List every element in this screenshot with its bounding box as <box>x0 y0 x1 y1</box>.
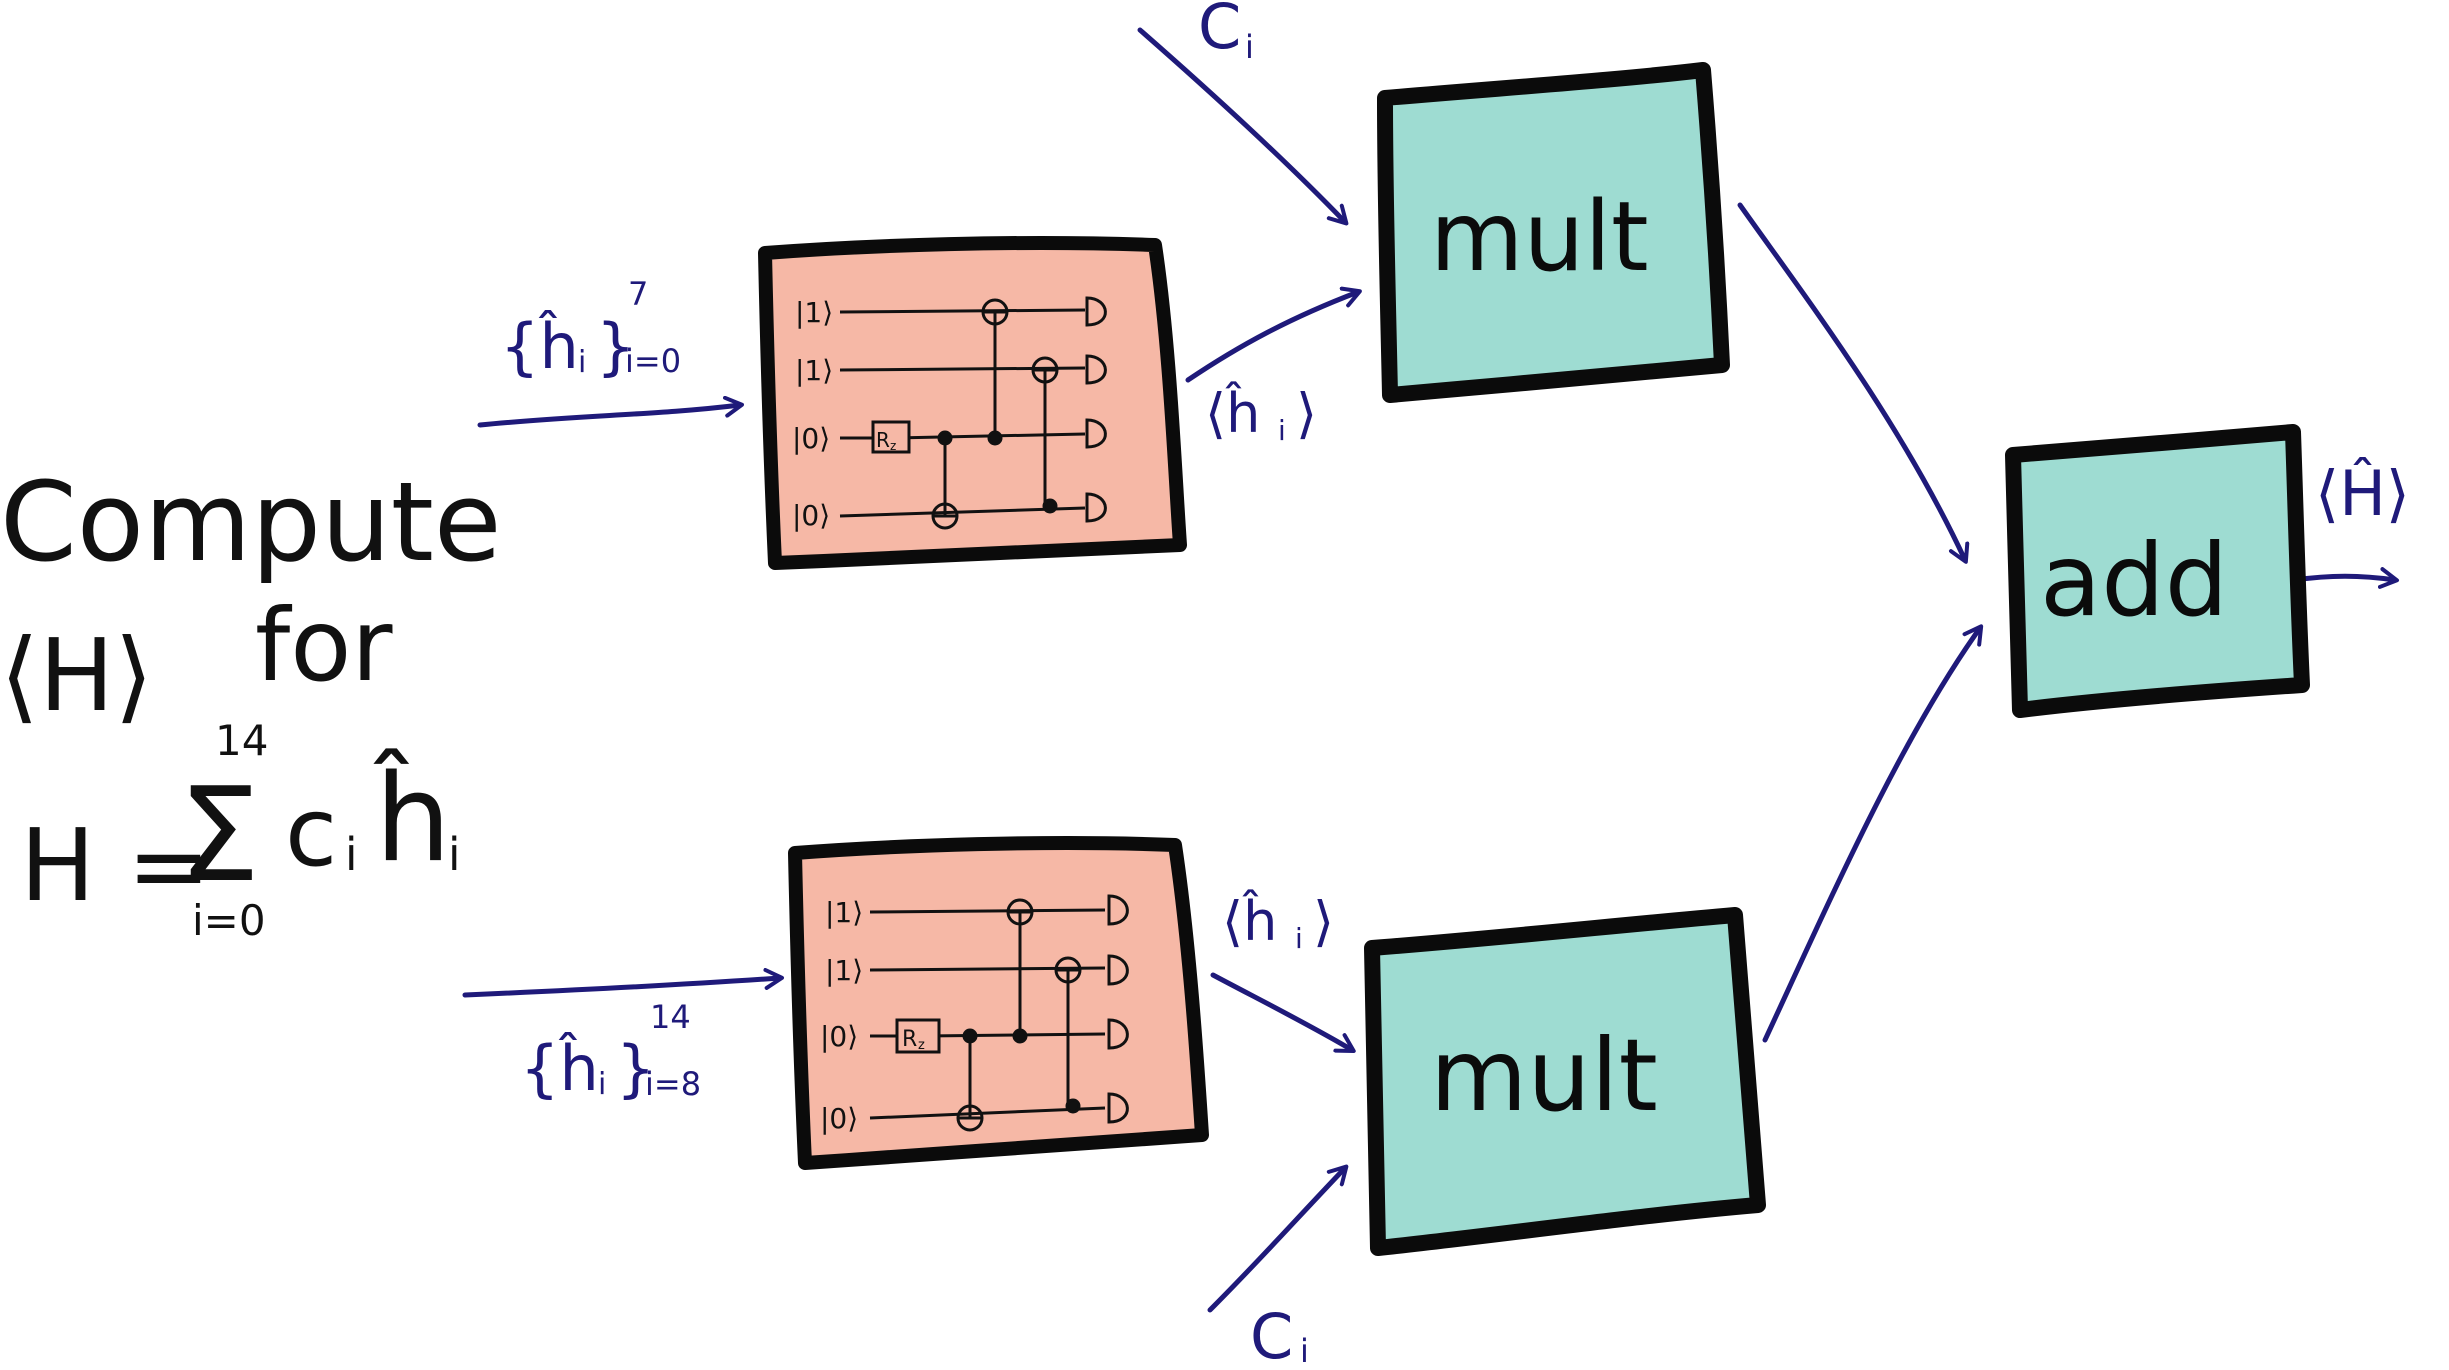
title-compute: Compute <box>0 458 502 586</box>
circuit-bottom-qubit-1: |1⟩ <box>825 896 863 929</box>
circuit-top-qubit-3: |0⟩ <box>792 422 830 455</box>
add-box-label: add <box>2040 522 2228 639</box>
circuit-bottom-gate: R <box>902 1027 917 1052</box>
mult-box-bottom: mult <box>1364 907 1766 1256</box>
circuit-top <box>839 296 1107 530</box>
expectation-bottom: ⟨ĥ <box>1222 890 1277 953</box>
title-block: Compute ⟨H⟩ for H = 14 Σ i=0 c i ĥ i <box>0 458 502 945</box>
sum-lower-limit: i=0 <box>192 896 266 945</box>
equation-lhs: H = <box>20 807 211 924</box>
circuit-bottom-qubit-3: |0⟩ <box>820 1020 858 1053</box>
title-expectation-h: ⟨H⟩ <box>0 617 153 734</box>
arrow-c-top-to-mult <box>1137 27 1349 226</box>
expectation-top: ⟨ĥ <box>1205 382 1260 445</box>
mult-box-top-frame <box>1377 62 1730 403</box>
sum-term-c-subscript: i <box>345 828 358 881</box>
circuit-box-top-frame <box>758 236 1187 570</box>
circuit-bottom-gate-sub: z <box>918 1038 925 1053</box>
mult-box-top: mult <box>1377 62 1730 403</box>
circuit-bottom <box>869 894 1129 1132</box>
expectation-top-close: ⟩ <box>1296 382 1317 445</box>
sum-symbol: Σ <box>178 759 260 911</box>
arrow-mult-bottom-to-add <box>1762 624 1984 1043</box>
sum-term-h-subscript: i <box>448 828 461 881</box>
circuit-box-bottom-frame <box>788 836 1209 1170</box>
add-box: add <box>2005 424 2310 718</box>
arrow-circuit-bottom-to-mult <box>1210 972 1356 1054</box>
expectation-bottom-sub: i <box>1295 922 1303 955</box>
circuit-box-bottom <box>788 836 1209 1170</box>
sum-term-c: c <box>285 778 337 888</box>
input-set-top-brace: {ĥ <box>500 310 579 383</box>
sum-term-h: ĥ <box>373 748 451 889</box>
add-box-frame <box>2005 424 2310 718</box>
title-for: for <box>255 587 393 704</box>
arrow-add-output <box>2292 567 2399 589</box>
input-set-bottom-upper: 14 <box>650 998 691 1036</box>
mult-box-top-label: mult <box>1430 181 1649 293</box>
coefficient-top-sub: i <box>1245 28 1254 66</box>
input-set-bottom-lower: i=8 <box>645 1065 701 1103</box>
expectation-bottom-close: ⟩ <box>1313 890 1334 953</box>
arrow-mult-top-to-add <box>1737 202 1970 564</box>
expectation-top-sub: i <box>1278 414 1286 447</box>
coefficient-bottom-sub: i <box>1300 1332 1309 1370</box>
circuit-bottom-qubit-2: |1⟩ <box>825 954 863 987</box>
circuit-bottom-labels: |1⟩ |1⟩ |0⟩ |0⟩ R z <box>820 896 925 1135</box>
arrow-input-bottom <box>462 967 784 998</box>
arrow-c-bottom-to-mult <box>1207 1164 1349 1313</box>
mult-box-bottom-label: mult <box>1430 1017 1658 1134</box>
mult-box-bottom-frame <box>1364 907 1766 1256</box>
arrow-circuit-top-to-mult <box>1185 286 1362 383</box>
input-set-top-upper: 7 <box>628 275 648 313</box>
arrow-input-top <box>477 395 744 428</box>
circuit-top-gate: R <box>876 428 890 452</box>
input-set-bottom-brace: {ĥ <box>520 1032 599 1105</box>
input-set-bottom-sub: i <box>598 1067 606 1102</box>
circuit-top-qubit-4: |0⟩ <box>792 499 830 532</box>
circuit-box-top <box>758 236 1187 570</box>
arrows <box>462 27 2399 1313</box>
input-set-top-lower: i=0 <box>625 342 681 380</box>
sum-upper-limit: 14 <box>215 716 268 765</box>
input-set-top-close: } <box>596 310 635 383</box>
circuit-top-qubit-2: |1⟩ <box>795 354 833 387</box>
coefficient-top: C <box>1198 0 1241 63</box>
input-set-top-sub: i <box>578 345 586 380</box>
circuit-top-qubit-1: |1⟩ <box>795 296 833 329</box>
expectation-output: ⟨Ĥ⟩ <box>2315 457 2410 530</box>
annotations: {ĥ i } 7 i=0 {ĥ i } 14 i=8 C i C i ⟨ĥ i … <box>500 0 2410 1370</box>
circuit-bottom-qubit-4: |0⟩ <box>820 1102 858 1135</box>
circuit-top-gate-sub: z <box>890 439 896 453</box>
coefficient-bottom: C <box>1250 1300 1293 1370</box>
circuit-top-labels: |1⟩ |1⟩ |0⟩ |0⟩ R z <box>792 296 896 532</box>
input-set-bottom-close: } <box>616 1032 655 1105</box>
